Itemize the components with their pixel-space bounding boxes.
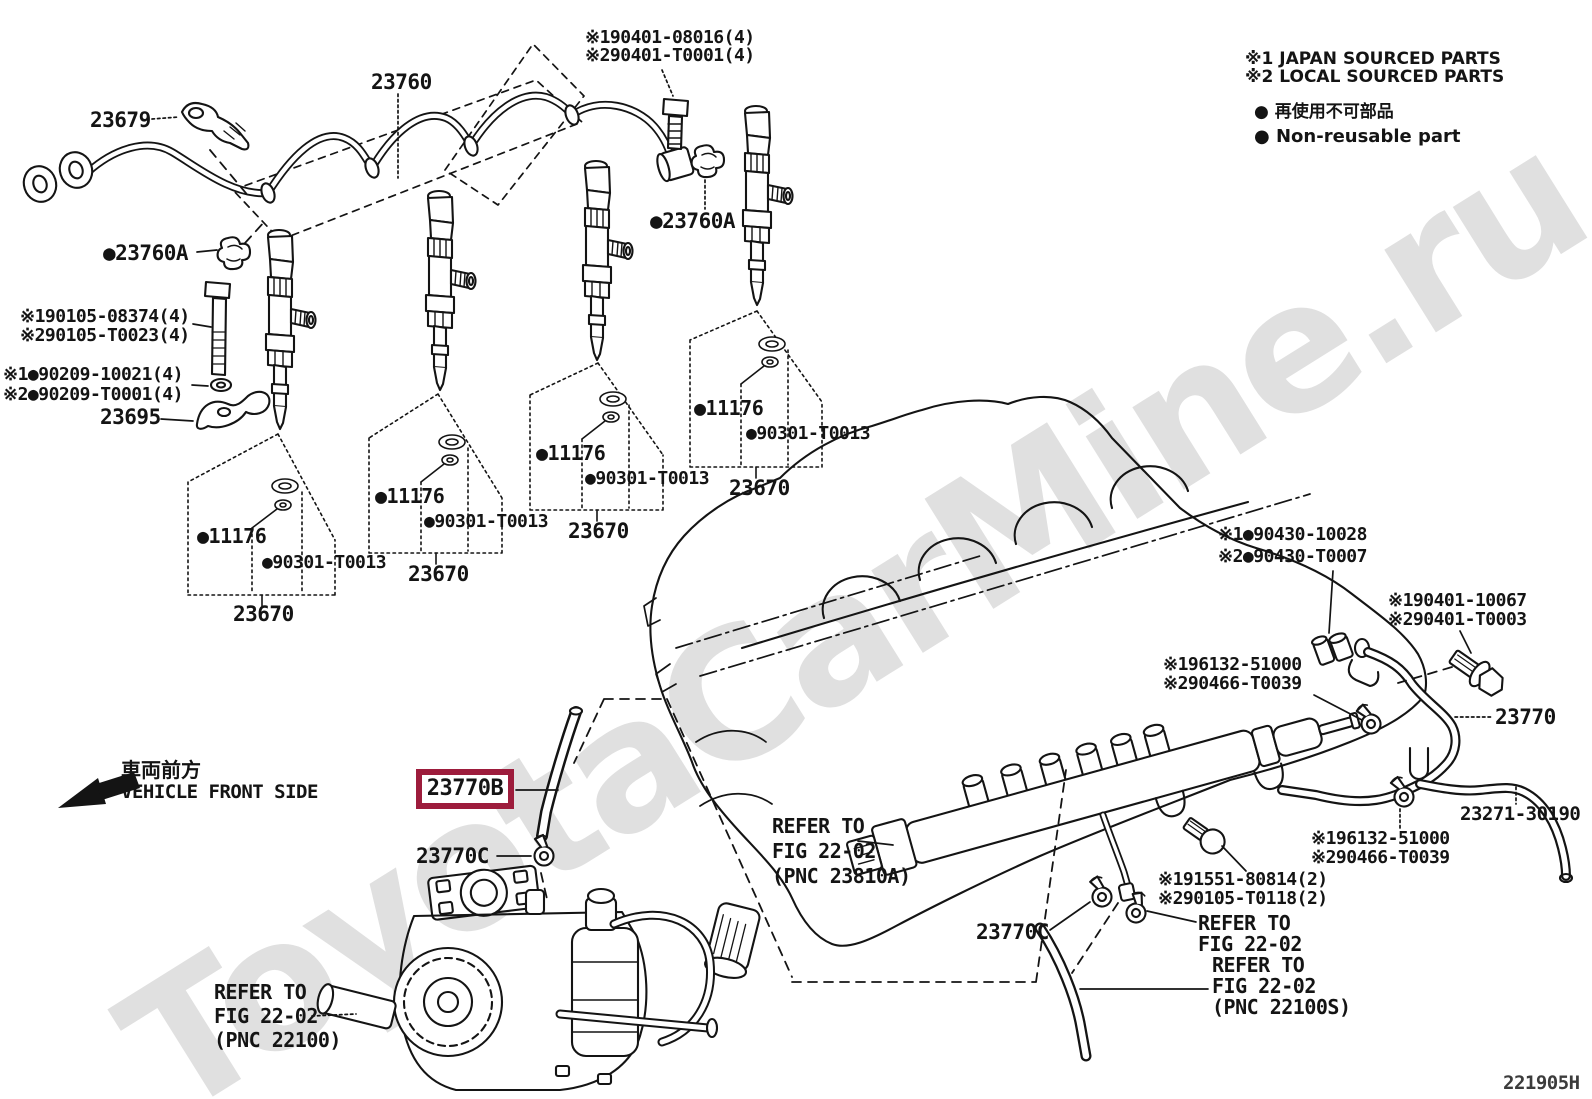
fuel-hose-22100s	[1034, 922, 1092, 1062]
label-inj-bolt-1[interactable]: ※190105-08374(4)	[20, 306, 190, 327]
injector-seal-groups	[187, 310, 823, 607]
injector-2	[424, 189, 477, 392]
vehicle-front-jp: 車両前方	[121, 758, 201, 782]
label-pipe-union-bolt-2[interactable]: ※290401-T0001(4)	[585, 45, 755, 66]
label-23760[interactable]: 23760	[371, 70, 432, 94]
label-196132-up-2[interactable]: ※290466-T0039	[1163, 673, 1302, 694]
fuel-rail	[846, 711, 1361, 902]
refer-clamp-2[interactable]: FIG 22-02	[1198, 932, 1302, 956]
label-23770c-right[interactable]: 23770C	[976, 920, 1049, 944]
label-23679[interactable]: 23679	[90, 108, 151, 132]
injector-1	[264, 228, 317, 431]
pipe-right-end-banjo	[656, 146, 695, 183]
label-11176-g2[interactable]: ●11176	[375, 484, 445, 508]
label-inj-bolt-2[interactable]: ※290105-T0023(4)	[20, 325, 190, 346]
label-11176-g4[interactable]: ●11176	[694, 396, 764, 420]
injector-3	[581, 159, 634, 362]
injection-pipe-23760	[22, 43, 695, 241]
label-23695[interactable]: 23695	[100, 405, 161, 429]
refer-rail-3[interactable]: (PNC 23810A)	[772, 864, 911, 888]
legend-nonreusable-en: ● Non-reusable part	[1254, 126, 1461, 147]
vehicle-front-arrow	[58, 772, 140, 808]
rail-bolt-191551	[1182, 817, 1226, 855]
seal-group-4	[689, 310, 823, 479]
seal-group-1	[187, 433, 336, 607]
highlight-box-23770b[interactable]: 23770B	[416, 769, 514, 809]
label-23271[interactable]: 23271-30190	[1460, 803, 1581, 825]
supply-pump	[316, 864, 719, 1092]
label-washer-2[interactable]: ※2●90209-T0001(4)	[3, 384, 183, 405]
refer-pump-3[interactable]: (PNC 22100)	[214, 1028, 341, 1052]
vehicle-front-en: VEHICLE FRONT SIDE	[121, 781, 318, 803]
legend-local-sourced: ※2 LOCAL SOURCED PARTS	[1245, 67, 1505, 87]
label-90430-1[interactable]: ※1●90430-10028	[1218, 524, 1367, 545]
label-90301-g1[interactable]: ●90301-T0013	[262, 552, 387, 573]
refer-pump-1[interactable]: REFER TO	[214, 980, 307, 1004]
label-23670-g2[interactable]: 23670	[408, 562, 469, 586]
label-90301-g2[interactable]: ●90301-T0013	[424, 511, 549, 532]
fuel-hose-23271	[1415, 779, 1574, 884]
vent-hose-23770b	[536, 706, 584, 842]
label-90401-1[interactable]: ※190401-10067	[1388, 590, 1527, 611]
label-washer-1[interactable]: ※1●90209-10021(4)	[3, 364, 183, 385]
vent-hose-clamp-left-part	[533, 833, 555, 867]
refer-clamp-1[interactable]: REFER TO	[1198, 911, 1291, 935]
injector-clamp-hardware	[195, 280, 271, 430]
seal-group-3	[529, 362, 664, 522]
fuel-hose-23770	[1277, 637, 1461, 807]
label-23670-g3[interactable]: 23670	[568, 519, 629, 543]
label-23770c-left[interactable]: 23770C	[416, 844, 489, 868]
label-196132-low-2[interactable]: ※290466-T0039	[1311, 847, 1450, 868]
vent-hose-clamp-right-part	[1087, 873, 1115, 910]
leak-pipe-union-23679	[180, 101, 250, 151]
pipe-left-end-fittings	[22, 151, 94, 203]
legend-nonreusable-jp: ● 再使用不可部品	[1254, 102, 1394, 122]
refer-hose-1[interactable]: REFER TO	[1212, 953, 1305, 977]
label-pipe-union-bolt-1[interactable]: ※190401-08016(4)	[585, 27, 755, 48]
label-196132-low-1[interactable]: ※196132-51000	[1311, 828, 1450, 849]
label-191551-2[interactable]: ※290105-T0118(2)	[1158, 888, 1328, 909]
rail-grommets-90430	[1311, 632, 1354, 666]
union-bolt-90401	[1448, 649, 1504, 697]
refer-pump-2[interactable]: FIG 22-02	[214, 1004, 318, 1028]
label-90430-2[interactable]: ※2●90430-T0007	[1218, 546, 1367, 567]
label-23760a-left[interactable]: ●23760A	[103, 241, 189, 265]
pipe-clamp-right-part	[690, 144, 726, 179]
refer-hose-3[interactable]: (PNC 22100S)	[1212, 995, 1351, 1019]
label-23760a-right[interactable]: ●23760A	[650, 209, 736, 233]
refer-rail-1[interactable]: REFER TO	[772, 814, 865, 838]
label-23770b[interactable]: 23770B	[426, 776, 504, 802]
engine-outline	[643, 395, 1428, 979]
label-90301-g3[interactable]: ●90301-T0013	[585, 468, 710, 489]
label-191551-1[interactable]: ※191551-80814(2)	[1158, 869, 1328, 890]
label-23770[interactable]: 23770	[1495, 705, 1556, 729]
label-90401-2[interactable]: ※290401-T0003	[1388, 609, 1527, 630]
leader-lines	[151, 69, 1517, 1017]
label-11176-g1[interactable]: ●11176	[197, 524, 267, 548]
pipe-union-bolt	[661, 97, 690, 151]
seal-group-2	[368, 393, 503, 565]
legend-japan-sourced: ※1 JAPAN SOURCED PARTS	[1245, 49, 1501, 69]
label-11176-g3[interactable]: ●11176	[536, 441, 606, 465]
figure-code: 221905H	[1503, 1072, 1580, 1094]
refer-rail-2[interactable]: FIG 22-02	[772, 839, 876, 863]
label-90301-g4[interactable]: ●90301-T0013	[746, 423, 871, 444]
injector-4	[741, 104, 794, 307]
refer-hose-2[interactable]: FIG 22-02	[1212, 974, 1316, 998]
label-23670-g4[interactable]: 23670	[729, 476, 790, 500]
label-196132-up-1[interactable]: ※196132-51000	[1163, 654, 1302, 675]
label-23670-g1[interactable]: 23670	[233, 602, 294, 626]
construction-dashes	[209, 149, 1453, 983]
